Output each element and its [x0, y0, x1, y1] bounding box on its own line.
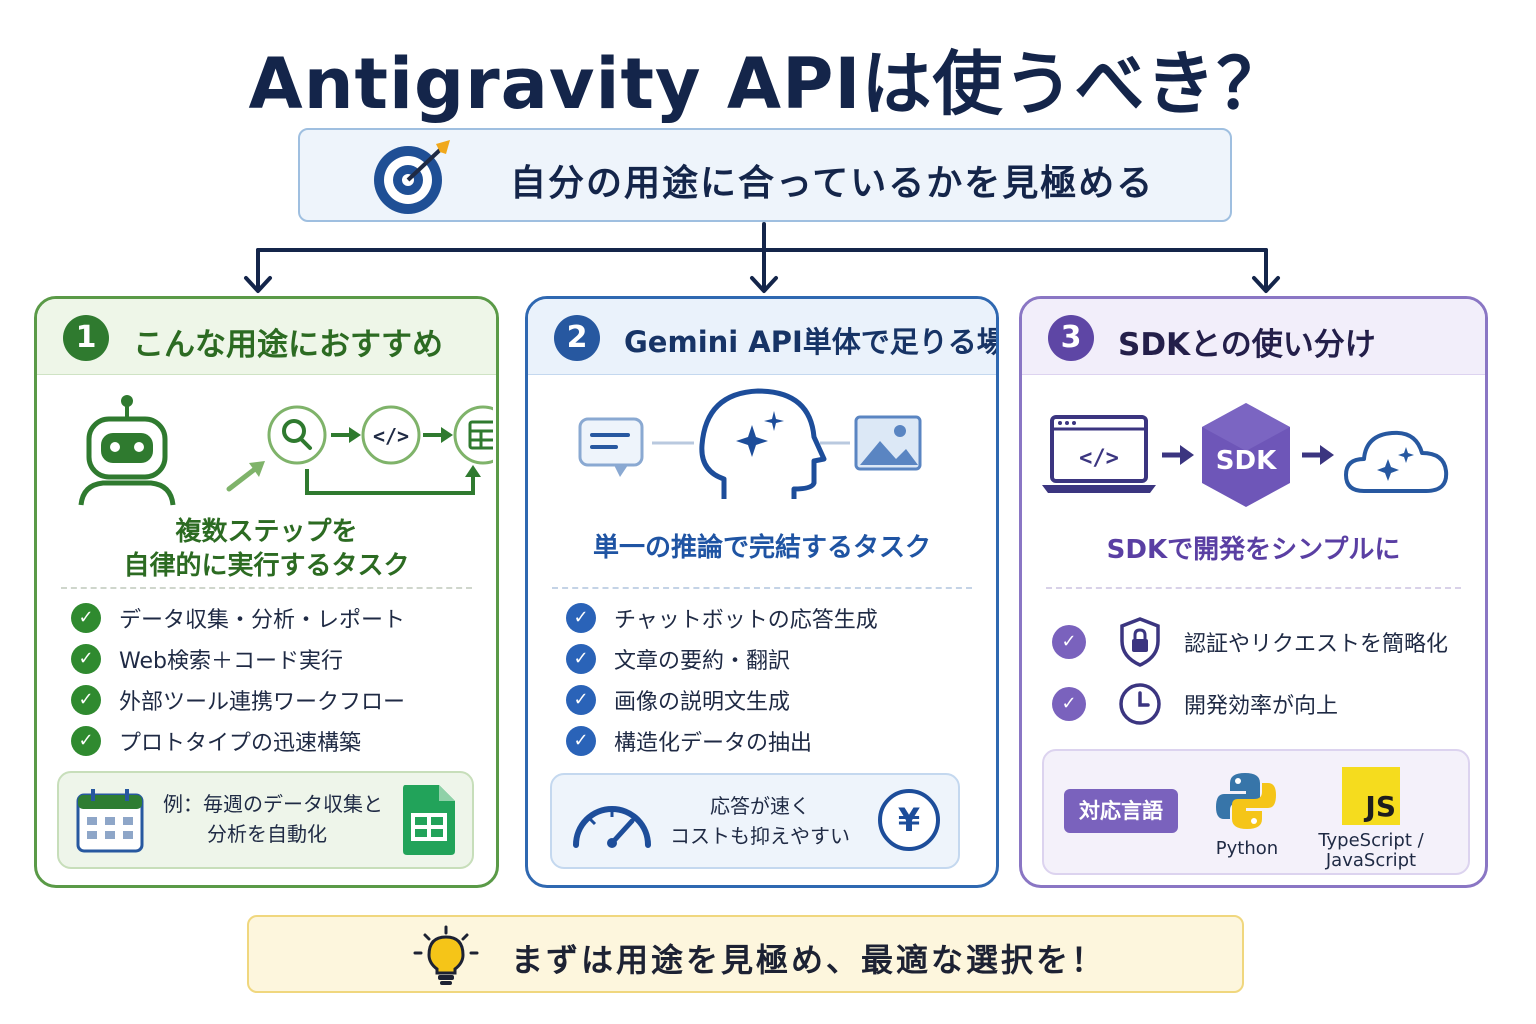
- speedometer-icon: [573, 806, 651, 848]
- supported-languages-box: 対応言語 Python JS TypeScript / JavaScript: [1042, 749, 1470, 875]
- code-icon: [361, 405, 421, 465]
- check-icon: ✓: [566, 602, 596, 633]
- list-item: ✓ 開発効率が向上: [1052, 673, 1448, 735]
- sdk-flow-illustration: </> SDK: [1042, 403, 1449, 507]
- check-icon: ✓: [566, 684, 596, 715]
- footer-banner: まずは用途を見極め、最適な選択を！: [247, 915, 1244, 993]
- spreadsheet-icon: [453, 405, 493, 465]
- divider: [1046, 587, 1461, 589]
- typescript-javascript-label: TypeScript / JavaScript: [1318, 830, 1424, 871]
- image-icon: [854, 415, 922, 471]
- page-title: Antigravity APIは使うべき？: [248, 43, 1288, 125]
- card-heading: SDKとの使い分け: [1118, 327, 1376, 363]
- sdk-benefit-list: ✓ 認証やリクエストを簡略化 ✓ 開発効率が向上: [1052, 611, 1448, 735]
- card-heading: Gemini API単体で足りる場合: [624, 325, 999, 359]
- benefit-box: 応答が速く コストも抑えやすい ¥: [550, 773, 960, 869]
- goal-banner: 自分の用途に合っているかを見極める: [298, 128, 1232, 222]
- card-subtitle: SDKで開発をシンプルに: [1106, 535, 1401, 565]
- subtitle-line: 複数ステップを: [175, 517, 358, 547]
- footer-text: まずは用途を見極め、最適な選択を！: [511, 941, 1107, 979]
- svg-text:</>: </>: [373, 424, 409, 448]
- benefit-text: 応答が速く コストも抑えやすい: [670, 794, 850, 848]
- python-label: Python: [1215, 838, 1279, 859]
- list-item: ✓構造化データの抽出: [566, 720, 878, 761]
- divider: [552, 587, 972, 589]
- google-sheets-icon: [403, 785, 455, 855]
- check-icon: ✓: [1052, 625, 1086, 659]
- list-item: ✓ 認証やリクエストを簡略化: [1052, 611, 1448, 673]
- lightbulb-icon: [413, 925, 479, 985]
- yen-coin-icon: ¥: [878, 789, 940, 851]
- use-case-list: ✓データ収集・分析・レポート ✓Web検索＋コード実行 ✓外部ツール連携ワークフ…: [71, 597, 405, 761]
- subtitle-line: 自律的に実行するタスク: [123, 551, 410, 581]
- connector-arrows: [244, 222, 1280, 293]
- divider: [61, 587, 472, 589]
- card-subtitle: 単一の推論で完結するタスク: [592, 533, 931, 563]
- card-number-badge: 1: [63, 315, 109, 361]
- python-icon: [1216, 773, 1276, 829]
- check-icon: ✓: [71, 643, 101, 674]
- agent-workflow-illustration: </>: [78, 395, 493, 506]
- check-icon: ✓: [1052, 687, 1086, 721]
- list-item: ✓文章の要約・翻訳: [566, 638, 878, 679]
- card-number-badge: 3: [1048, 315, 1094, 361]
- check-icon: ✓: [71, 725, 101, 756]
- calendar-icon: [76, 789, 144, 853]
- list-item: ✓画像の説明文生成: [566, 679, 878, 720]
- card-heading: こんな用途におすすめ: [133, 327, 443, 363]
- card-header: 2 Gemini API単体で足りる場合: [528, 299, 996, 375]
- sdk-hexagon-label: SDK: [1216, 446, 1277, 476]
- check-icon: ✓: [566, 643, 596, 674]
- supported-languages-badge: 対応言語: [1064, 789, 1178, 833]
- robot-icon: [78, 395, 176, 506]
- laptop-code-icon: </>: [1042, 415, 1156, 493]
- use-case-list: ✓チャットボットの応答生成 ✓文章の要約・翻訳 ✓画像の説明文生成 ✓構造化デー…: [566, 597, 878, 761]
- ai-cloud-icon: [1344, 430, 1449, 493]
- search-icon: [267, 405, 327, 465]
- goal-text: 自分の用途に合っているかを見極める: [510, 163, 1155, 204]
- card-gemini-api-standalone: 2 Gemini API単体で足りる場合 単一の推論で完結するタスク ✓チャット…: [525, 296, 999, 888]
- lock-shield-icon: [1120, 617, 1160, 667]
- chat-bubble-icon: [578, 417, 644, 477]
- javascript-icon: JS: [1342, 767, 1400, 825]
- single-inference-illustration: [578, 388, 922, 499]
- list-item: ✓データ収集・分析・レポート: [71, 597, 405, 638]
- list-item: ✓Web検索＋コード実行: [71, 638, 405, 679]
- card-sdk-usage: 3 SDKとの使い分け </> SDK SDKで開発をシンプルに ✓: [1019, 296, 1488, 888]
- example-text: 例：毎週のデータ収集と 分析を自動化: [163, 792, 383, 846]
- check-icon: ✓: [566, 725, 596, 756]
- list-item: ✓プロトタイプの迅速構築: [71, 720, 405, 761]
- card-subtitle: 複数ステップを 自律的に実行するタスク: [37, 515, 496, 583]
- svg-text:</>: </>: [1079, 446, 1119, 471]
- card-header: 1 こんな用途におすすめ: [37, 299, 496, 375]
- check-icon: ✓: [71, 684, 101, 715]
- example-box: 例：毎週のデータ収集と 分析を自動化: [57, 771, 474, 869]
- list-item: ✓チャットボットの応答生成: [566, 597, 878, 638]
- ai-head-icon: [699, 388, 827, 499]
- list-item: ✓外部ツール連携ワークフロー: [71, 679, 405, 720]
- card-recommended-uses: 1 こんな用途におすすめ </> 複数ステップを 自: [34, 296, 499, 888]
- target-icon: [374, 140, 450, 214]
- clock-icon: [1119, 683, 1161, 725]
- card-number-badge: 2: [554, 315, 600, 361]
- check-icon: ✓: [71, 602, 101, 633]
- card-header: 3 SDKとの使い分け: [1022, 299, 1485, 375]
